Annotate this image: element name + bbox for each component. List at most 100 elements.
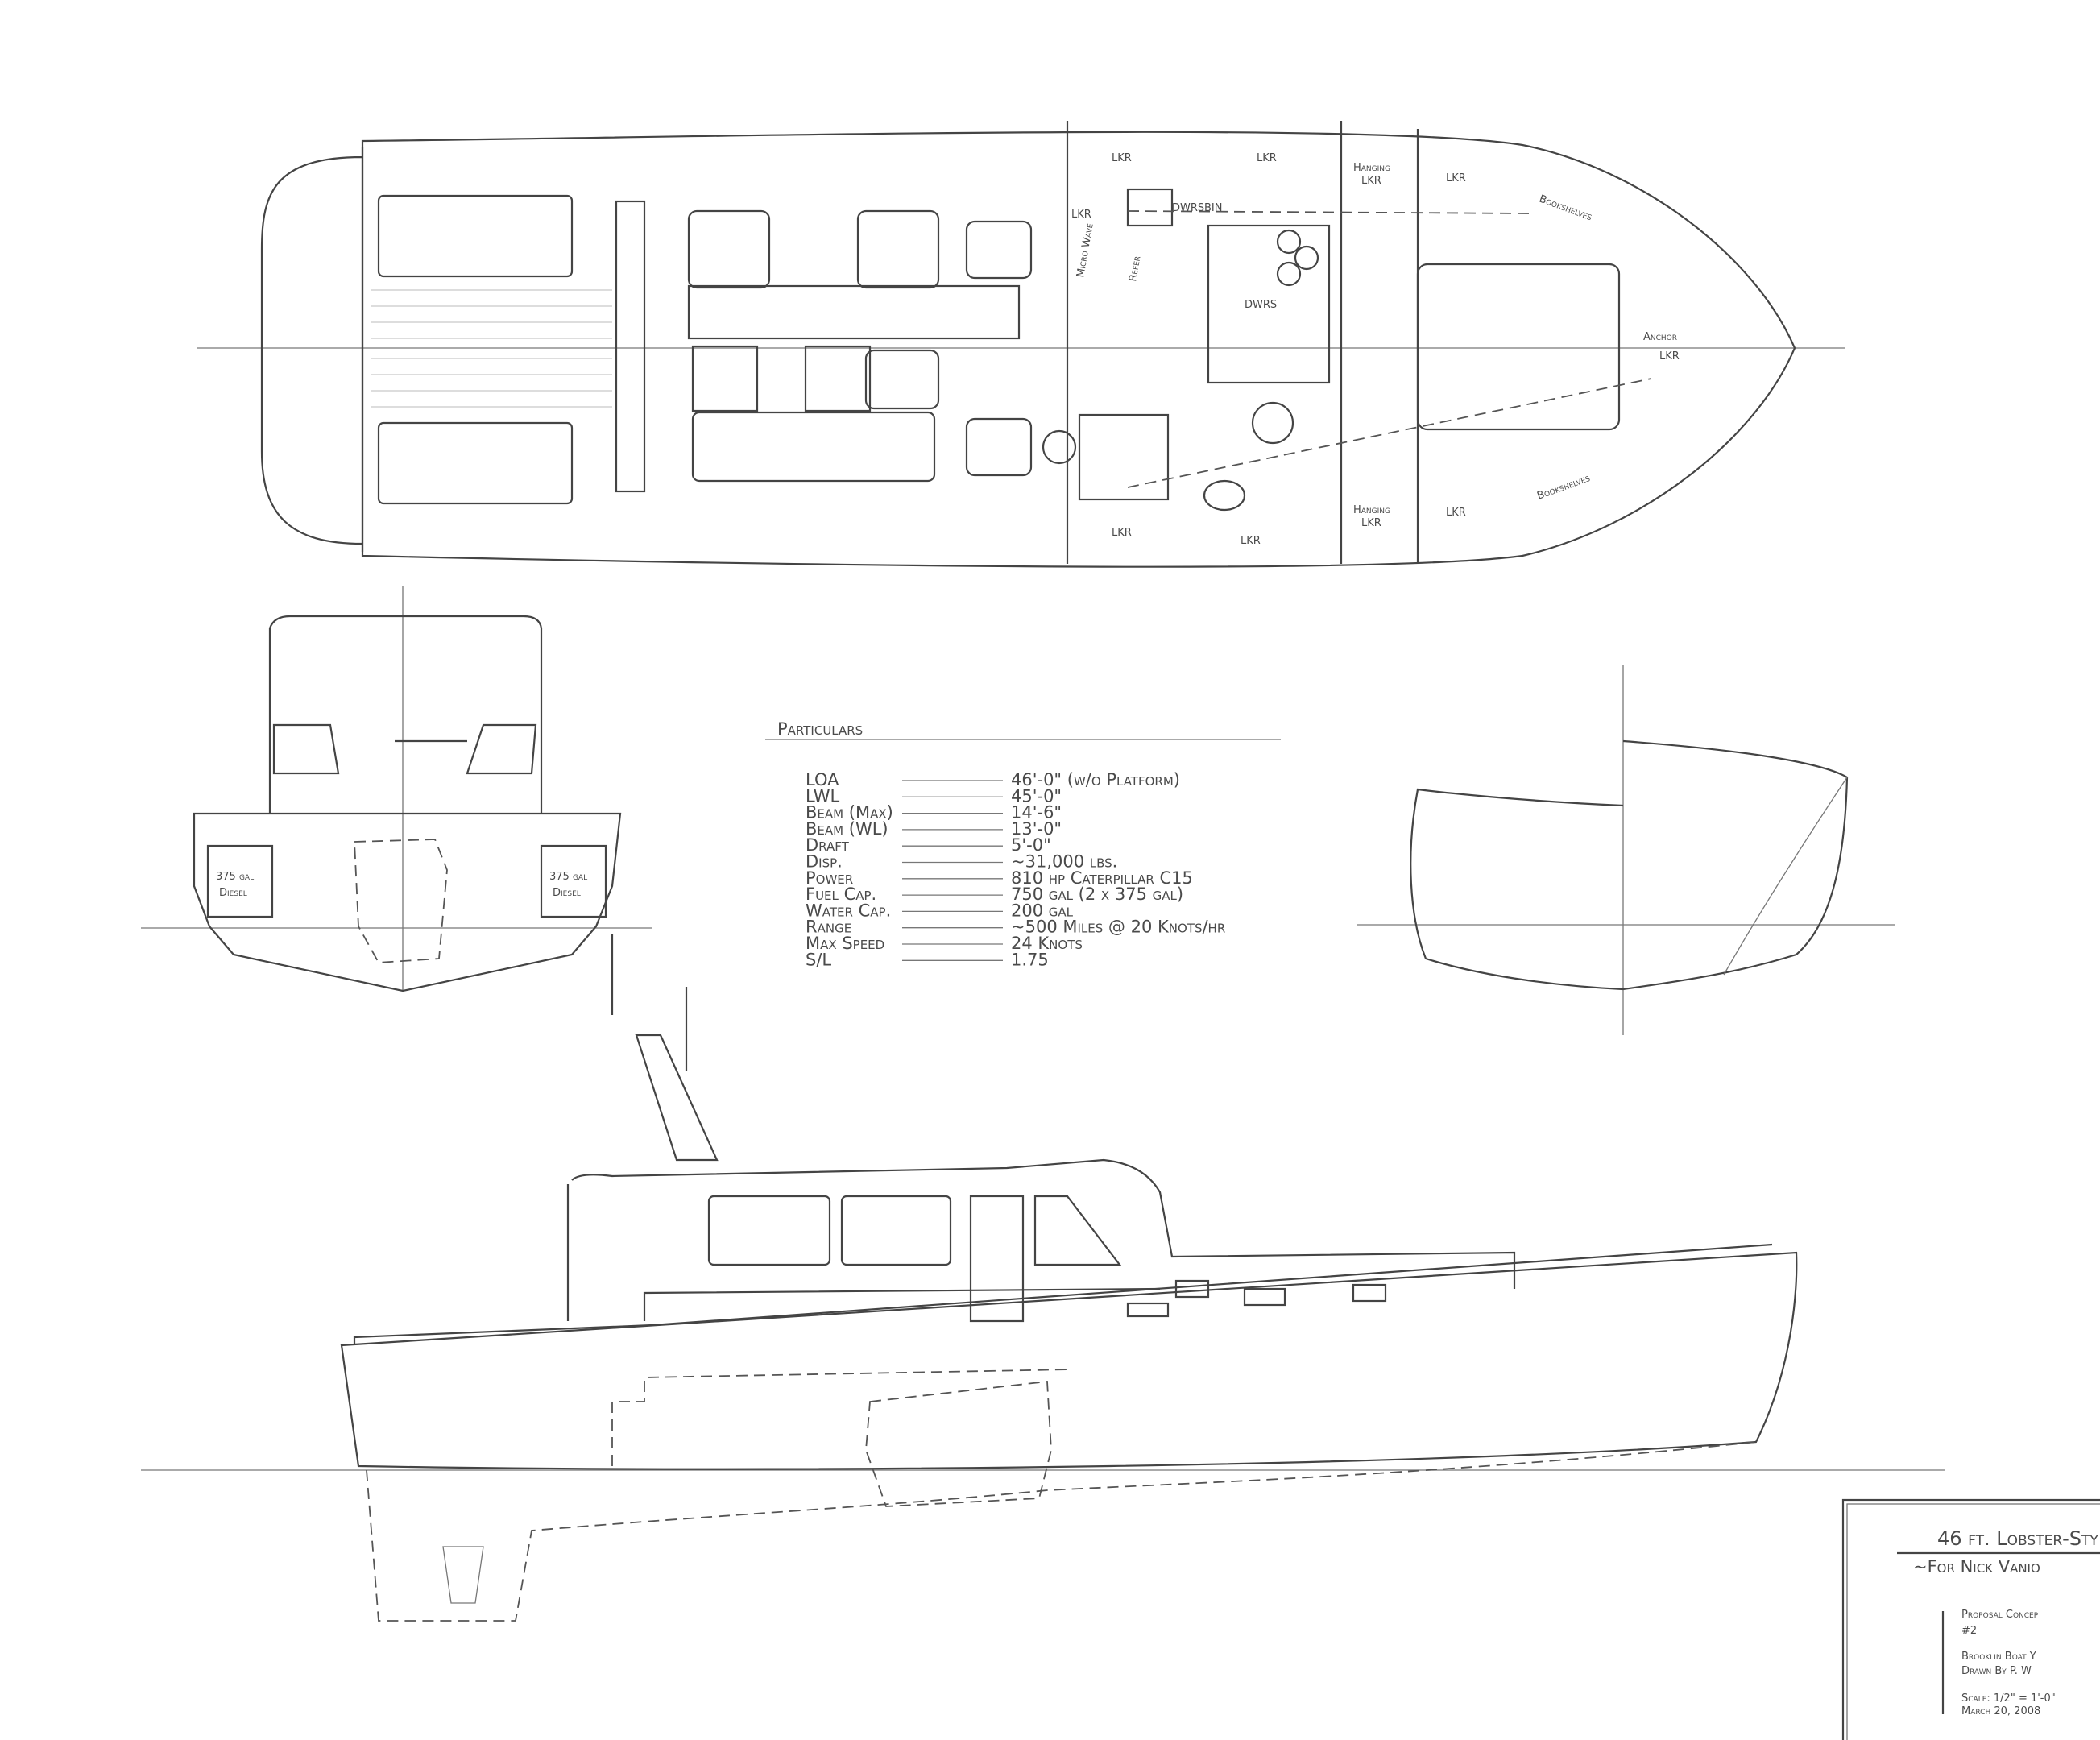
shower [1078,413,1170,501]
particulars-row: Water Cap. 200 gal [806,901,1074,920]
particulars-label: LOA [806,770,839,789]
particulars-label: Water Cap. [806,901,891,920]
title-block: 46 ft. Lobster-Sty ~For Nick Vanio Propo… [1841,1498,2100,1740]
particulars-label: Draft [806,835,850,855]
particulars-row: Draft 5'-0" [806,835,1051,855]
label-anchor-lkr: Anchor [1643,331,1677,343]
accommodation-plan-view: LKR LKR LKR Hanging LKR LKR DWRS BIN DWR… [197,121,1845,568]
engine-outline-profile [865,1380,1052,1507]
particulars-value: 46'-0" (w/o Platform) [1011,770,1180,789]
label-lkr: LKR [1241,535,1261,547]
cabin-profile [566,1158,1516,1321]
porthole [1174,1279,1210,1299]
stove-burner [1276,261,1302,287]
particulars-label: Max Speed [806,934,884,953]
particulars-label: Power [806,868,853,888]
label-lkr: LKR [1112,152,1132,164]
stove-burner [1276,229,1302,255]
particulars-label: S/L [806,950,831,969]
porthole [1243,1287,1286,1307]
proposal-number: #2 [1961,1625,1977,1637]
windshield [1033,1195,1122,1266]
v-berth [1416,263,1621,431]
saloon-table [687,284,1021,340]
helm-chair [965,417,1033,477]
drawing-date: March 20, 2008 [1961,1705,2040,1717]
label-hanging-lkr: Hanging [1353,504,1390,516]
particulars-row: Max Speed 24 Knots [806,934,1083,953]
toilet [1251,401,1294,445]
bow-section-outline [1622,740,1849,991]
particulars-value: 13'-0" [1011,819,1062,839]
particulars-label: Range [806,918,851,937]
particulars-label: Beam (WL) [806,819,888,839]
cabin-door [969,1195,1025,1323]
cabin-window [707,1195,831,1266]
label-bookshelves: Bookshelves [1538,193,1594,224]
midship-section-view: 375 gal Diesel 375 gal Diesel [141,586,652,992]
stern-section-outline [1410,788,1624,991]
tank-port-capacity: 375 gal [216,871,254,883]
drawing-scale: Scale: 1/2" = 1'-0" [1961,1692,2056,1705]
fuel-tank-port [206,844,274,918]
label-lkr: LKR [1446,172,1466,184]
head-sink [1203,479,1246,512]
particulars-label: Beam (Max) [806,803,893,822]
interior-outline [611,1369,1072,1466]
porthole [1352,1283,1387,1303]
fuel-tank-stbd [540,844,607,918]
porthole [1126,1302,1170,1318]
particulars-value: 14'-6" [1011,803,1062,822]
chair [965,220,1033,280]
helm-seat [687,209,771,289]
sheer-line [353,1243,1773,1345]
label-dwrs: DWRS [1245,299,1277,311]
hidden-lines [1127,210,1652,488]
label-anchor-lkr: LKR [1659,350,1680,362]
drawing-title: 46 ft. Lobster-Sty [1937,1527,2098,1550]
label-hanging-lkr: LKR [1361,175,1381,187]
particulars-row: Beam (WL) 13'-0" [806,819,1062,839]
particulars-value: 5'-0" [1011,835,1051,855]
particulars-value: 24 Knots [1011,934,1083,953]
tank-stbd-capacity: 375 gal [549,871,587,883]
cockpit-deck-planking [371,289,612,408]
particulars-label: Fuel Cap. [806,884,876,904]
label-lkr: LKR [1257,152,1277,164]
helm-wheel [1042,429,1077,465]
label-lkr: LKR [1112,527,1132,539]
underwater-hull-outline [366,1441,1757,1622]
particulars-row: Beam (Max) 14'-6" [806,803,1062,822]
particulars-value: 750 gal (2 x 375 gal) [1011,884,1183,904]
particulars-row: LOA 46'-0" (w/o Platform) [806,770,1180,789]
label-lkr: LKR [1446,507,1466,519]
label-lkr: LKR [1071,209,1091,221]
hardtop-outline [268,615,543,814]
particulars-value: 200 gal [1011,901,1074,920]
dinette-cushion [691,345,759,412]
dinette-seat [864,349,940,410]
particulars-row: Disp.~31,000 lbs. [806,852,1117,872]
label-dwrs: DWRS [1172,202,1204,214]
cockpit-settee-port [377,194,574,278]
label-refer: Refer [1127,255,1143,283]
particulars-value: 1.75 [1011,950,1049,969]
particulars-value: ~500 Miles @ 20 Knots/hr [1011,918,1225,937]
particulars-row: LWL 45'-0" [806,786,1062,806]
saloon-settee [691,411,936,483]
drawing-subtitle: ~For Nick Vanio [1913,1557,2040,1576]
particulars-row: Power 810 hp Caterpillar C15 [806,868,1193,888]
particulars-row: Fuel Cap. 750 gal (2 x 375 gal) [806,884,1183,904]
particulars-label: LWL [806,786,840,806]
tank-stbd-fuel: Diesel [553,887,581,899]
section-line [1723,777,1848,976]
rudder [442,1546,484,1604]
drawn-by: Drawn By P. W [1961,1665,2032,1677]
particulars-value: 810 hp Caterpillar C15 [1011,868,1193,888]
dinette-cushion [804,345,872,412]
sink [1126,188,1174,227]
galley-counter [1207,224,1331,384]
particulars-value: 45'-0" [1011,786,1062,806]
